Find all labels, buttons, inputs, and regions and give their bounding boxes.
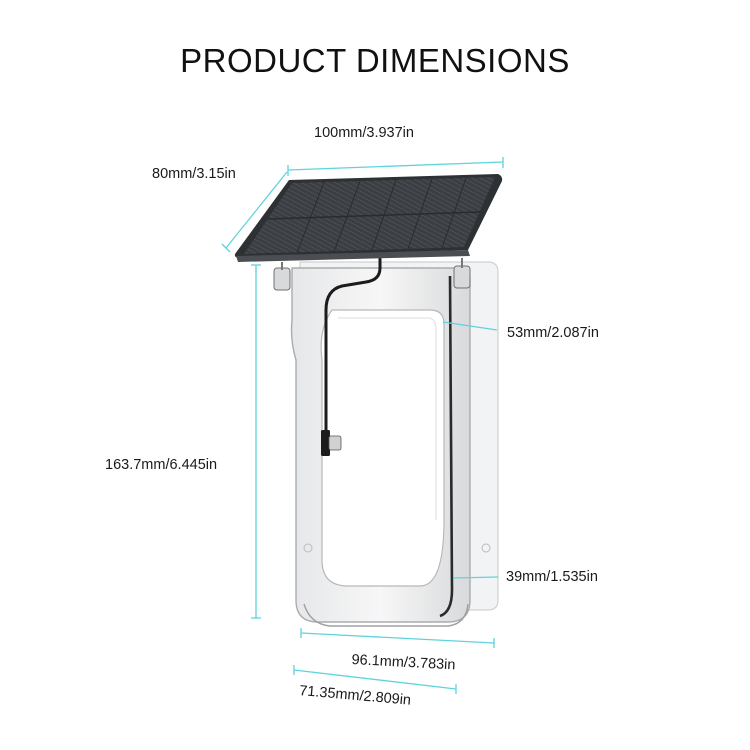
panel-width-label: 100mm/3.937in — [314, 125, 414, 141]
page-title: PRODUCT DIMENSIONS — [180, 42, 570, 79]
bottom-depth-label: 39mm/1.535in — [506, 569, 598, 585]
cover-case-icon — [273, 258, 499, 627]
dimension-lines — [221, 157, 504, 694]
panel-depth-label: 80mm/3.15in — [152, 166, 236, 182]
top-depth-label: 53mm/2.087in — [507, 325, 599, 341]
solar-panel-icon — [234, 174, 503, 262]
usb-c-cable-icon — [321, 254, 382, 456]
total-height-label: 163.7mm/6.445in — [105, 457, 218, 473]
